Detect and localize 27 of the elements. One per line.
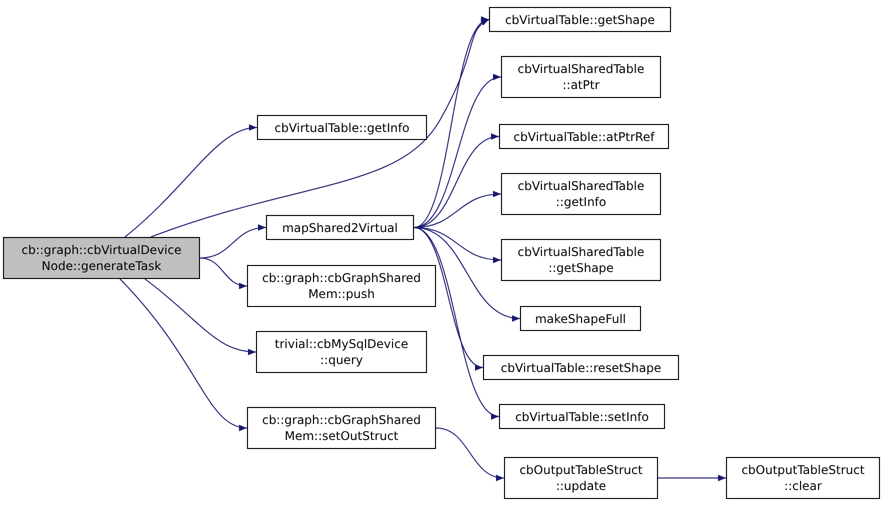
- function-box: cb::graph::cbGraphShared Mem::setOutStruct: [247, 407, 436, 449]
- function-box: cbVirtualTable::setInfo: [499, 404, 665, 429]
- function-box: cbVirtualSharedTable ::getShape: [501, 239, 661, 281]
- function-box: trivial::cbMySqlDevice ::query: [256, 331, 427, 373]
- arrow: [120, 278, 248, 430]
- function-box: cbVirtualTable::atPtrRef: [499, 124, 669, 149]
- function-box: cbVirtualTable::getShape: [489, 7, 671, 32]
- arrow: [414, 227, 520, 320]
- function-box: makeShapeFull: [520, 306, 641, 331]
- function-box: cbVirtualSharedTable ::atPtr: [501, 56, 661, 98]
- function-box: cb::graph::cbGraphShared Mem::push: [247, 265, 436, 307]
- function-box: mapShared2Virtual: [266, 215, 414, 240]
- arrow: [144, 278, 256, 355]
- arrow: [414, 227, 500, 417]
- function-box: cbVirtualSharedTable ::getInfo: [501, 173, 661, 215]
- arrow: [436, 428, 504, 480]
- arrow: [200, 258, 248, 288]
- arrow: [150, 19, 490, 238]
- arrow: [414, 19, 490, 228]
- arrow: [414, 76, 502, 228]
- function-box: cbVirtualTable::getInfo: [257, 115, 427, 140]
- function-box: cb::graph::cbVirtualDevice Node::generateTask: [3, 237, 200, 279]
- function-box: cbVirtualTable::resetShape: [483, 355, 679, 380]
- arrow: [658, 474, 726, 482]
- arrow: [124, 125, 258, 238]
- function-box: cbOutputTableStruct ::update: [504, 457, 658, 499]
- function-box: cbOutputTableStruct ::clear: [726, 457, 880, 499]
